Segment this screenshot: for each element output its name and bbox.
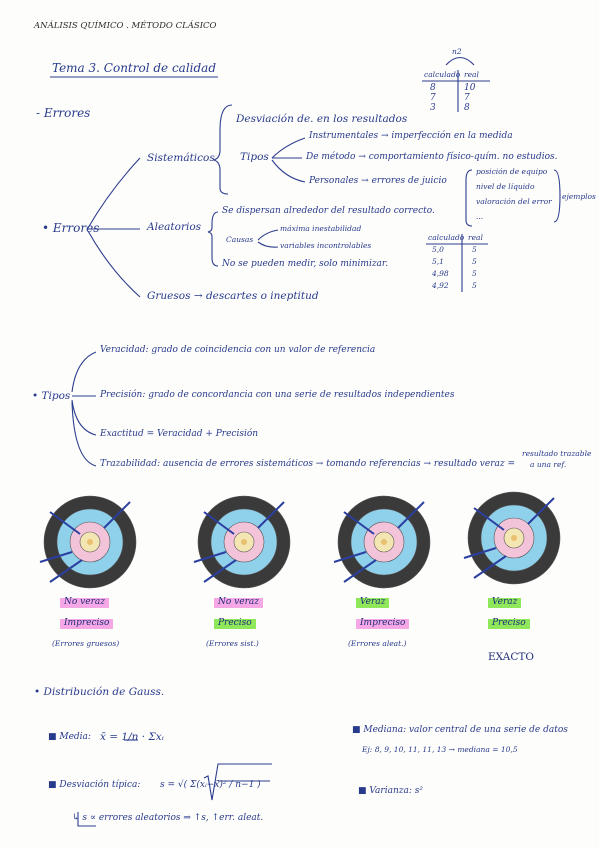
page-header: ANÁLISIS QUÍMICO . MÉTODO CLÁSICO [34,21,217,31]
personal-item: nivel de líquido [476,182,535,191]
ale-dispersion: Se dispersan alrededor del resultado cor… [222,206,435,216]
personal-item: posición de equipo [476,167,548,176]
arrow-mark [103,501,131,529]
table1-cell: 7 [464,93,470,103]
target-label: No veraz [214,597,263,608]
ale-no-medir: No se pueden medir, solo minimizar. [222,259,389,269]
tipo-metodo: De método → comportamiento físico-quím. … [306,152,558,162]
table1-cell: 8 [464,103,470,113]
bullseye [241,539,247,545]
trazabilidad-def: Trazabilidad: ausencia de errores sistem… [100,459,516,469]
table2-cell: 4,98 [432,269,449,278]
arrow-mark [193,551,227,563]
ale-causa-1: máxima inestabilidad [280,224,362,233]
arrow-mark [463,547,497,559]
bullseye [381,539,387,545]
table1-cell: 10 [464,83,476,93]
target-4 [463,491,561,585]
table1-header: real [464,70,479,79]
target-note: (Errores sist.) [206,639,259,648]
varianza-def: ■ Varianza: s² [358,786,423,796]
mediana-def: ■ Mediana: valor central de una serie de… [352,725,568,735]
media-formula: x̄ = 1/n · Σxᵢ [100,731,164,743]
aleatorios-label: Aleatorios [147,221,202,233]
table2-cell: 4,92 [432,281,449,290]
footer-note: ↳ s ∝ errores aleatorios ⇒ ↑s, ↑err. ale… [72,813,264,823]
table1-header: calculado [424,70,461,79]
sis-tipos: Tipos [240,151,269,163]
desv-label: ■ Desviación típica: [48,780,141,790]
bullseye [511,535,517,541]
arrow-mark [257,501,285,529]
table1-cell: 7 [430,93,436,103]
ale-causas: Causas [226,235,254,244]
target-2 [193,495,291,589]
arrow-mark [473,507,505,531]
table1-cell: 8 [430,83,436,93]
arrow-mark [397,501,425,529]
gruesos-label: Gruesos → descartes o ineptitud [147,290,319,302]
sistematicos-label: Sistemáticos [147,152,215,164]
table2-cell: 5 [472,257,477,266]
personal-item: valoración del error [476,197,552,206]
target-label: Preciso [488,618,530,629]
desv-formula: s = √( Σ(xᵢ−x̄)² / n−1 ) [160,780,261,790]
target-label: No veraz [60,597,109,608]
table2-header: calculado [428,233,465,242]
table1-cell: 3 [430,103,436,113]
target-label: Veraz [488,597,522,608]
table2-header: real [468,233,483,242]
errores-root: • Errores [42,221,100,235]
sis-desviacion: Desviación de. en los resultados [236,113,408,125]
target-1 [39,495,137,589]
table2-cell: 5 [472,281,477,290]
arrow-mark [39,551,73,563]
arrow-mark [527,497,555,525]
target-3 [333,495,431,589]
target-note: (Errores gruesos) [52,639,120,648]
arrow-mark [49,559,83,583]
ejemplos-label: ejemplos [562,192,596,201]
arrow-mark [203,559,237,583]
table1-top: n2 [452,47,462,56]
arrow-mark [49,511,81,535]
target-label: Impreciso [60,618,114,629]
arrow-mark [333,551,367,563]
tipos-label: • Tipos [32,390,71,402]
traz-note-2: a una ref. [530,460,567,469]
precision-def: Precisión: grado de concordancia con una… [100,390,455,400]
table2-cell: 5,0 [432,245,444,254]
traz-note-1: resultado trazable [522,449,592,458]
ale-causa-2: variables incontrolables [280,241,372,250]
mediana-example: Ej: 8, 9, 10, 11, 11, 13 → mediana = 10,… [362,745,518,754]
target-note: (Errores aleat.) [348,639,407,648]
arrow-mark [343,559,377,583]
veracidad-def: Veracidad: grado de coincidencia con un … [100,345,376,355]
table2-cell: 5,1 [432,257,444,266]
errores-bullet: - Errores [36,106,91,120]
tipo-personales: Personales → errores de juicio [309,176,447,186]
target-label: Impreciso [356,618,410,629]
media-label: ■ Media: [48,732,91,742]
exactitud-def: Exactitud = Veracidad + Precisión [100,429,259,439]
personal-item: ... [476,212,484,221]
target-label: Preciso [214,618,256,629]
arrow-mark [473,555,507,579]
bullseye [87,539,93,545]
exacto-label: EXACTO [488,651,534,663]
table2-cell: 5 [472,269,477,278]
tipo-instrumentales: Instrumentales → imperfección en la medi… [309,131,513,141]
arrow-mark [203,511,235,535]
target-label: Veraz [356,597,390,608]
page-title: Tema 3. Control de calidad [52,61,217,75]
arrow-mark [343,511,375,535]
table2-cell: 5 [472,245,477,254]
gauss-title: • Distribución de Gauss. [34,686,165,698]
